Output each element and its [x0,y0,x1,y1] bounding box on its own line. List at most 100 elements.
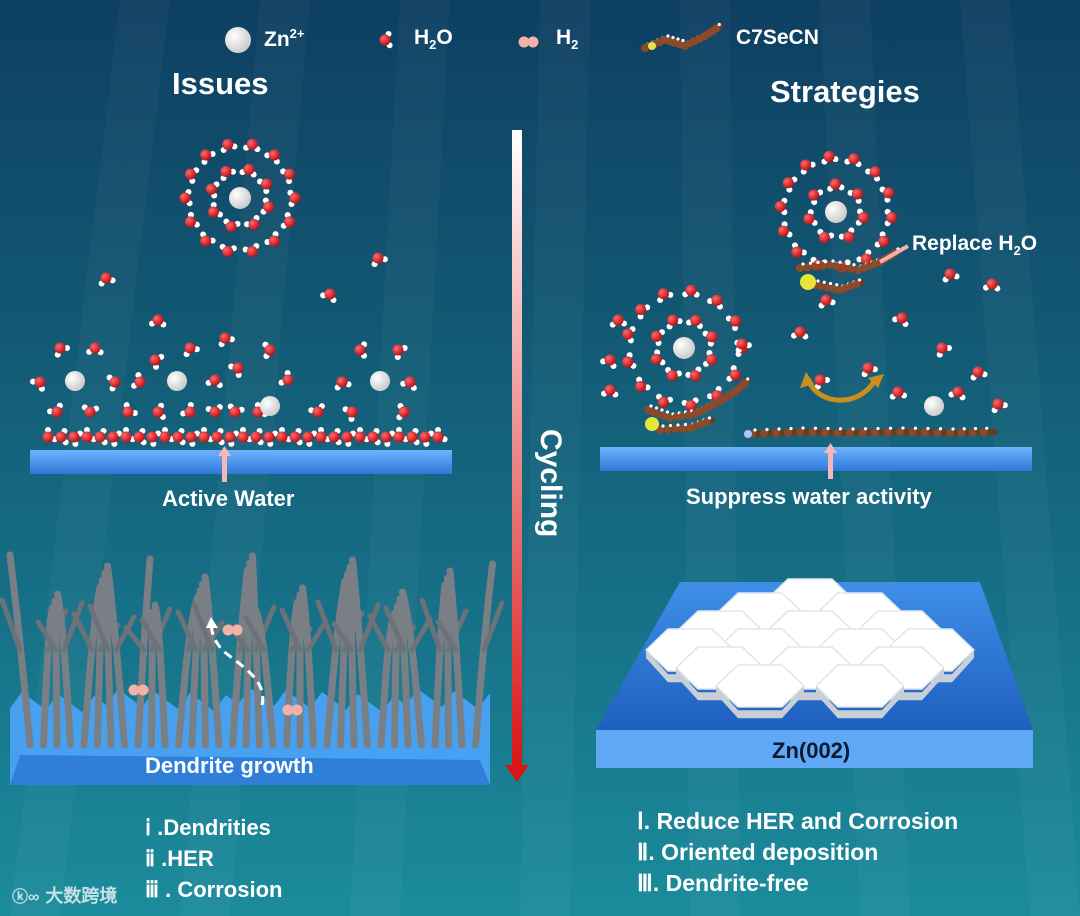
water-molecule [830,179,841,190]
water-molecule [225,432,236,443]
water-molecule [730,316,741,327]
water-molecule [815,375,826,386]
zn-ion [370,371,390,391]
zn-ion [924,396,944,416]
water-molecule [667,370,678,381]
c7secn-h [816,279,819,282]
water-molecule [222,246,233,257]
legend-h2: H2 [518,26,578,52]
c7secn-h [708,416,711,419]
c7secn-h [914,427,917,430]
water-molecule [381,432,392,443]
water-molecule [185,407,196,418]
water-molecule [973,367,984,378]
water-molecule [247,139,258,150]
legend-h2-label: H2 [556,26,578,52]
water-molecule [863,363,874,374]
c7secn-h [649,404,652,407]
legend-h2o-label: H2O [414,26,453,52]
c7secn-h [669,424,672,427]
water-molecule [233,363,244,374]
c7secn-h [864,427,867,430]
h2-molecule [292,705,303,716]
water-molecule [199,432,210,443]
dendrite-growth-label: Dendrite growth [145,753,314,779]
water-molecule [43,432,54,443]
replace-h2o-pointer [880,246,908,262]
water-molecule [819,232,830,243]
strategies-title: Strategies [770,74,920,110]
water-molecule [605,355,616,366]
water-molecule [316,432,327,443]
water-molecule [852,189,863,200]
water-molecule [778,226,789,237]
water-molecule [200,236,211,247]
water-molecule [730,369,741,380]
water-molecule [238,432,249,443]
water-molecule [824,151,835,162]
c7secn-h [661,424,664,427]
water-molecule [706,354,717,365]
water-molecule [200,149,211,160]
water-molecule [635,381,646,392]
water-molecule [290,432,301,443]
water-molecule [95,432,106,443]
c7secn-h [655,406,658,409]
watermark: ⓚ∞大数跨境 [12,882,117,908]
c7secn-h [845,262,848,265]
water-molecule [261,179,272,190]
water-molecule [407,432,418,443]
water-molecule [897,313,908,324]
water-molecule [355,345,366,356]
c7secn-h [789,427,792,430]
water-molecule [795,327,806,338]
water-molecule [52,407,63,418]
water-molecule [222,139,233,150]
water-molecule [303,432,314,443]
c7secn-h [777,427,780,430]
c7secn-h [985,427,988,430]
water-molecule [264,432,275,443]
water-molecule [685,285,696,296]
water-molecule [800,159,811,170]
active-water-pointer [222,452,227,482]
water-molecule [690,370,701,381]
active-water-label: Active Water [162,486,294,512]
water-molecule [775,201,786,212]
legend-additive: C7SeCN [640,26,819,50]
suppress-water-label: Suppress water activity [686,484,932,510]
water-molecule [658,288,669,299]
zn-ion [825,201,847,223]
zn-ion [65,371,85,391]
water-molecule [277,432,288,443]
water-molecule [185,343,196,354]
water-molecule [337,377,348,388]
water-molecule [134,432,145,443]
legend-zn-label: Zn2+ [264,26,304,52]
water-molecule [342,432,353,443]
nitrogen-atom [744,430,752,438]
c7secn-h [963,427,966,430]
water-molecule [265,345,276,356]
c7secn-h [839,427,842,430]
water-molecule [394,432,405,443]
water-molecule [160,432,171,443]
c7secn-h [974,427,977,430]
water-molecule [945,269,956,280]
legend-zn: Zn2+ [226,26,304,52]
water-molecule [186,432,197,443]
c7secn-h [852,263,855,266]
c7secn-h [666,410,669,413]
water-molecule [185,216,196,227]
issue-item-1: ⅰ .Dendrities [145,812,282,843]
c7secn-h [746,377,749,380]
water-molecule [433,432,444,443]
water-molecule [283,375,294,386]
c7secn-h [876,427,879,430]
suppress-pointer [828,449,833,479]
water-molecule [220,333,231,344]
zn-ion [229,187,251,209]
water-molecule [848,153,859,164]
water-molecule [399,407,410,418]
water-molecule [101,273,112,284]
